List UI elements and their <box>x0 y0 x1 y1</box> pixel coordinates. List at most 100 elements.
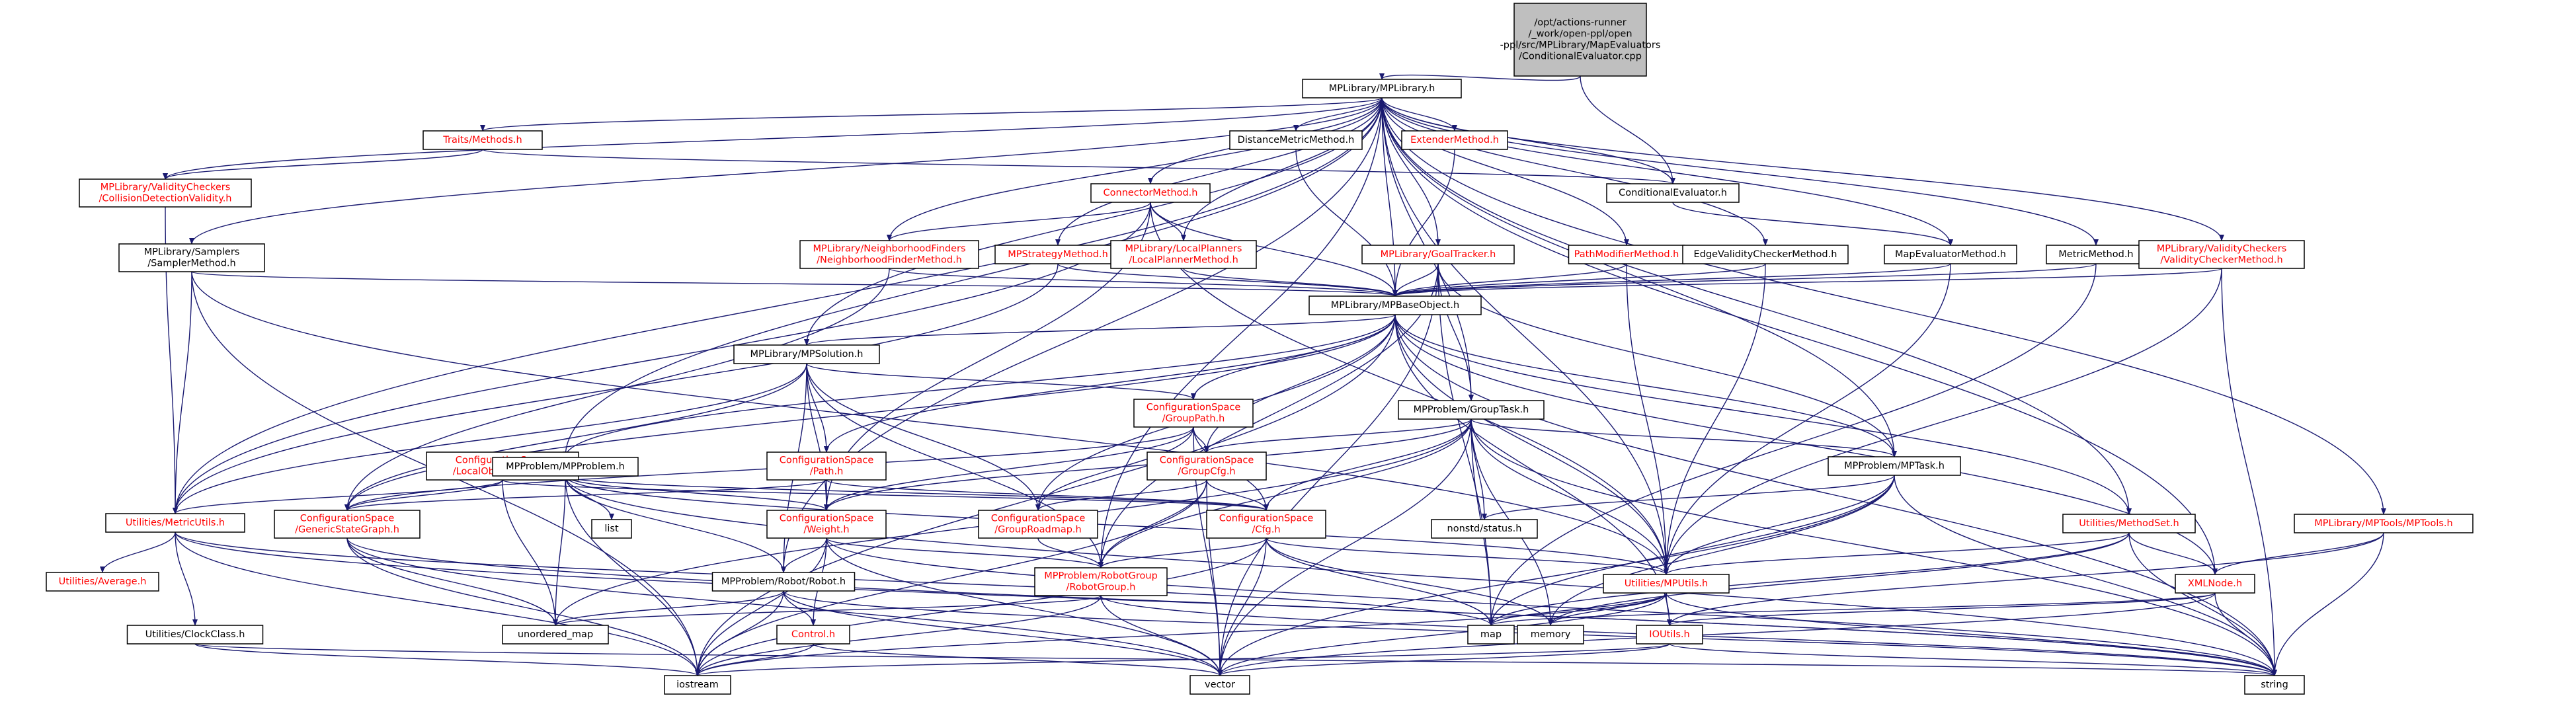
node-map[interactable]: map <box>1467 625 1515 645</box>
node-grouptask[interactable]: MPProblem/GroupTask.h <box>1398 400 1545 420</box>
edge-mplibrary-to-edgevalidity <box>1381 97 1768 246</box>
node-methodset[interactable]: Utilities/MethodSet.h <box>2062 514 2196 533</box>
node-cfg[interactable]: ConfigurationSpace/Cfg.h <box>1206 510 1326 539</box>
edge-mpproblem-to-weight <box>565 475 829 511</box>
node-samplers[interactable]: MPLibrary/Samplers/SamplerMethod.h <box>118 243 265 272</box>
node-robotgroup[interactable]: MPProblem/RobotGroup/RobotGroup.h <box>1034 567 1168 596</box>
edge-genstategraph-to-iostream <box>346 537 700 676</box>
node-average[interactable]: Utilities/Average.h <box>46 572 159 592</box>
edge-nfinders-to-genstategraph <box>344 268 890 511</box>
node-connector[interactable]: ConnectorMethod.h <box>1090 183 1211 203</box>
node-robot-label: MPProblem/Robot/Robot.h <box>721 576 846 587</box>
node-mpbase[interactable]: MPLibrary/MPBaseObject.h <box>1308 295 1482 315</box>
node-xmlnode-label: XMLNode.h <box>2188 578 2242 589</box>
node-list[interactable]: list <box>591 519 632 539</box>
node-metric[interactable]: MetricMethod.h <box>2046 245 2146 264</box>
node-edgevalidity[interactable]: EdgeValidityCheckerMethod.h <box>1682 245 1849 264</box>
node-mputils[interactable]: Utilities/MPUtils.h <box>1603 574 1730 594</box>
node-traits[interactable]: Traits/Methods.h <box>423 130 543 150</box>
node-mpstrategy[interactable]: MPStrategyMethod.h <box>994 245 1121 264</box>
edge-root-to-condeval <box>1580 75 1675 184</box>
node-metricutils[interactable]: Utilities/MetricUtils.h <box>105 513 245 533</box>
node-map-box <box>1467 625 1515 645</box>
node-mapeval[interactable]: MapEvaluatorMethod.h <box>1884 245 2017 264</box>
node-robotgroup-box <box>1034 567 1168 596</box>
edge-xmlnode-to-ioutils <box>1667 592 2216 626</box>
edge-pathmodifier-to-mputils <box>1626 263 1669 575</box>
node-control[interactable]: Control.h <box>776 625 850 645</box>
node-unorderedmap[interactable]: unordered_map <box>502 625 609 645</box>
edge-mpbase-to-groupcfg <box>1204 314 1396 453</box>
edge-mplibrary-to-metric <box>1381 97 2099 246</box>
edge-weight-to-iostream <box>695 537 827 676</box>
edge-ioutils-to-vector <box>1217 643 1670 676</box>
node-groupcfg[interactable]: ConfigurationSpace/GroupCfg.h <box>1147 451 1267 481</box>
node-grouproadmap-label: ConfigurationSpace <box>991 514 1086 524</box>
node-distancemetric[interactable]: DistanceMetricMethod.h <box>1229 130 1363 150</box>
edge-grouptask-to-mptask <box>1470 418 1897 457</box>
edge-mputils-to-vector <box>1217 592 1667 676</box>
node-clockclass[interactable]: Utilities/ClockClass.h <box>126 625 264 645</box>
node-condeval[interactable]: ConditionalEvaluator.h <box>1606 183 1740 203</box>
node-extender[interactable]: ExtenderMethod.h <box>1401 130 1508 150</box>
node-path[interactable]: ConfigurationSpace/Path.h <box>766 451 887 481</box>
node-pathmodifier[interactable]: PathModifierMethod.h <box>1568 245 1685 264</box>
node-layer: /opt/actions-runner/_work/open-ppl/open-… <box>46 3 2474 695</box>
node-memory[interactable]: memory <box>1517 625 1584 645</box>
edge-pathmodifier-to-mpbase <box>1392 263 1627 297</box>
node-mptask[interactable]: MPProblem/MPTask.h <box>1828 456 1961 476</box>
node-nonstdstatus[interactable]: nonstd/status.h <box>1431 519 1538 539</box>
node-root: /opt/actions-runner/_work/open-ppl/open-… <box>1500 3 1660 77</box>
edge-cfg-to-vector <box>1217 537 1267 676</box>
edge-path-to-genstategraph <box>344 479 827 511</box>
edge-edgevalidity-to-mputils <box>1664 263 1766 575</box>
edge-localobstacle-to-genstategraph <box>344 479 503 511</box>
edge-groupcfg-to-robotgroup <box>1098 479 1207 568</box>
node-mptools-label: MPLibrary/MPTools/MPTools.h <box>2314 518 2452 529</box>
node-genstategraph[interactable]: ConfigurationSpace/GenericStateGraph.h <box>274 510 421 539</box>
node-string[interactable]: string <box>2244 675 2305 695</box>
node-mptools[interactable]: MPLibrary/MPTools/MPTools.h <box>2294 514 2474 533</box>
edge-mplibrary-to-samplers <box>189 97 1383 245</box>
edge-mplibrary-to-validitychecker <box>1381 97 2224 241</box>
edge-mplibrary-to-colldetval <box>163 97 1383 180</box>
node-mpsolution[interactable]: MPLibrary/MPSolution.h <box>733 344 880 364</box>
node-grouproadmap[interactable]: ConfigurationSpace/GroupRoadmap.h <box>978 510 1098 539</box>
node-robot[interactable]: MPProblem/Robot/Robot.h <box>711 572 856 592</box>
node-nfinders-label: /NeighborhoodFinderMethod.h <box>817 255 962 266</box>
edge-mpstrategy-to-mpbase <box>1057 263 1398 297</box>
edge-mplibrary-to-extender <box>1381 97 1457 132</box>
node-localplanners[interactable]: MPLibrary/LocalPlanners/LocalPlannerMeth… <box>1110 240 1257 269</box>
edge-grouptask-to-cfg <box>1264 418 1472 511</box>
edge-methodset-to-mputils <box>1664 532 2130 575</box>
edge-cfg-to-iostream <box>695 537 1267 676</box>
node-grouppath[interactable]: ConfigurationSpace/GroupPath.h <box>1133 399 1254 428</box>
edge-mpproblem-to-unorderedmap <box>553 475 566 626</box>
node-vector[interactable]: vector <box>1189 675 1250 695</box>
node-weight-box <box>766 510 887 539</box>
node-memory-label: memory <box>1531 629 1571 640</box>
node-nfinders[interactable]: MPLibrary/NeighborhoodFinders/Neighborho… <box>799 240 979 269</box>
node-goaltracker[interactable]: MPLibrary/GoalTracker.h <box>1361 245 1515 264</box>
node-mplibrary[interactable]: MPLibrary/MPLibrary.h <box>1302 79 1462 98</box>
node-root-label: /ConditionalEvaluator.cpp <box>1519 52 1642 62</box>
node-robot-box <box>711 572 856 592</box>
edge-validitychecker-to-string <box>2221 268 2277 676</box>
edge-mpsolution-to-grouproadmap <box>806 363 1041 511</box>
node-iostream[interactable]: iostream <box>664 675 731 695</box>
node-validitychecker[interactable]: MPLibrary/ValidityCheckers/ValidityCheck… <box>2138 240 2305 269</box>
node-weight[interactable]: ConfigurationSpace/Weight.h <box>766 510 887 539</box>
node-xmlnode[interactable]: XMLNode.h <box>2175 574 2255 594</box>
node-average-label: Utilities/Average.h <box>59 576 147 587</box>
edge-traits-to-condeval <box>482 149 1675 184</box>
node-nfinders-label: MPLibrary/NeighborhoodFinders <box>813 244 965 254</box>
node-colldetval[interactable]: MPLibrary/ValidityCheckers/CollisionDete… <box>79 178 252 208</box>
node-distancemetric-label: DistanceMetricMethod.h <box>1238 135 1355 145</box>
node-ioutils[interactable]: IOUtils.h <box>1636 625 1703 645</box>
edge-grouptask-to-robotgroup <box>1098 418 1472 568</box>
edge-metricutils-to-average <box>100 531 176 573</box>
edge-goaltracker-to-map <box>1437 263 1494 626</box>
node-mpproblem[interactable]: MPProblem/MPProblem.h <box>492 457 639 477</box>
edge-localobstacle-to-cfg <box>502 479 1269 511</box>
node-grouptask-label: MPProblem/GroupTask.h <box>1414 405 1529 415</box>
